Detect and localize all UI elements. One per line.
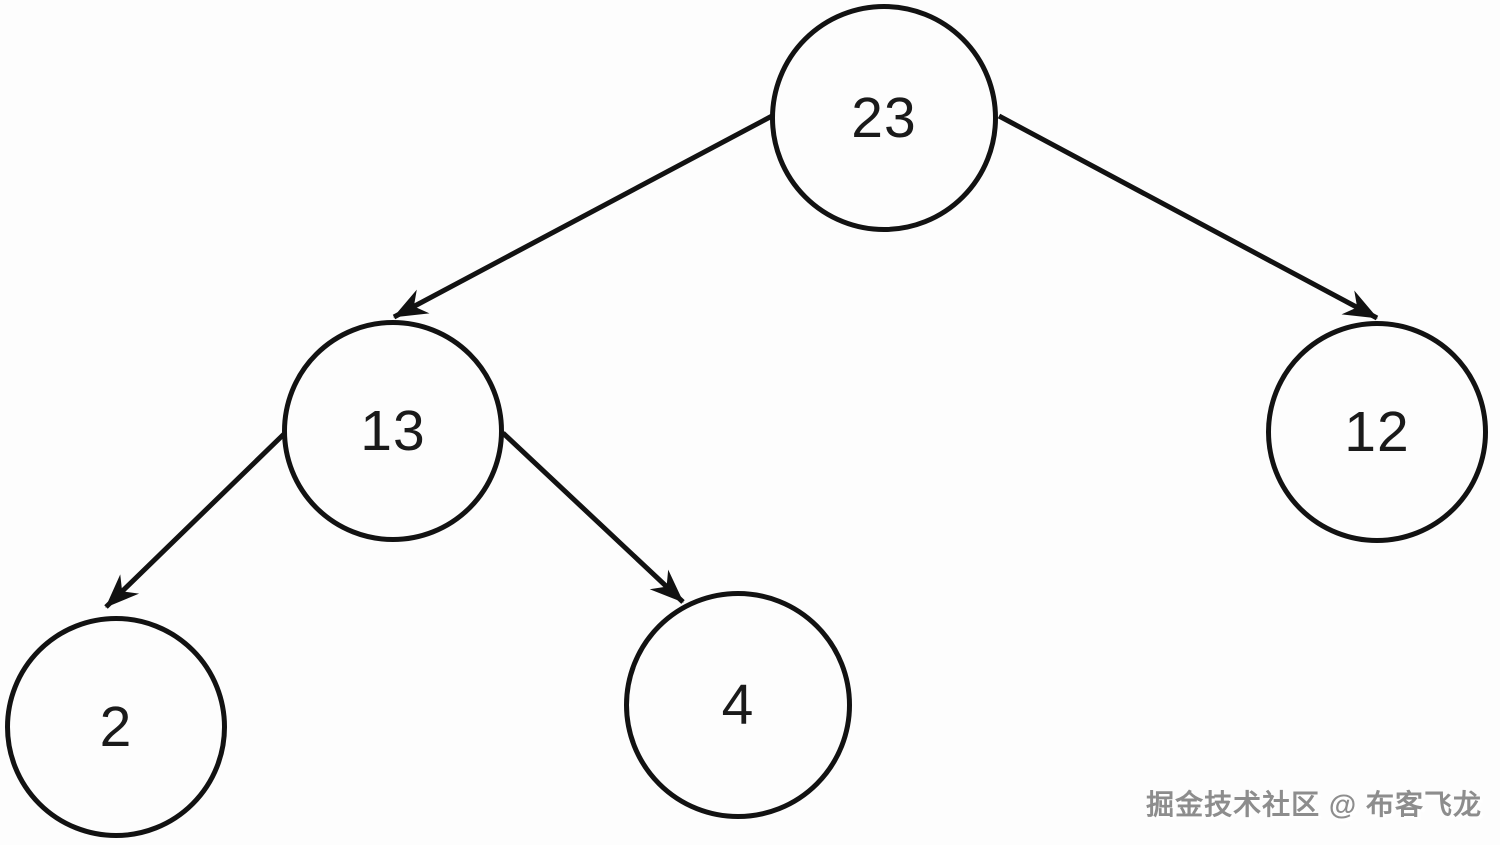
- node-value: 23: [851, 86, 917, 150]
- edge-23-to-13: [392, 113, 774, 320]
- edge-13-to-4: [501, 431, 685, 604]
- node-value: 13: [360, 399, 426, 463]
- tree-node-2: 2: [5, 616, 227, 838]
- watermark-text: 掘金技术社区 @ 布客飞龙: [1146, 789, 1482, 820]
- edge-13-to-2: [104, 432, 286, 609]
- tree-node-12: 12: [1266, 321, 1488, 543]
- node-value: 2: [99, 695, 133, 759]
- tree-node-23: 23: [770, 4, 998, 232]
- node-value: 12: [1344, 400, 1410, 464]
- node-value: 4: [721, 673, 755, 737]
- edge-23-to-12: [997, 113, 1379, 321]
- tree-node-4: 4: [624, 591, 852, 819]
- tree-node-13: 13: [282, 320, 504, 542]
